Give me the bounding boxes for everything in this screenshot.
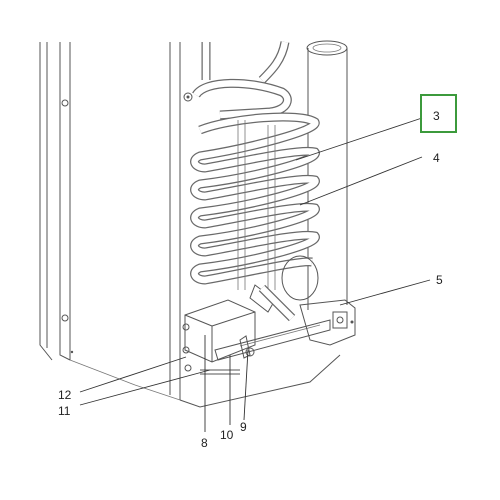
callout-highlight-box [420, 94, 457, 133]
mounting-hole [61, 99, 69, 107]
callout-9: 9 [240, 420, 247, 434]
burner-housing [182, 299, 256, 372]
back-plate [134, 42, 341, 408]
callout-3: 3 [433, 109, 440, 123]
absorber-vessel [249, 255, 319, 322]
callout-8: 8 [201, 436, 208, 450]
condenser-coil [190, 112, 320, 290]
mounting-hole [61, 314, 69, 322]
mounting-bracket [299, 299, 356, 346]
callout-5: 5 [436, 273, 443, 287]
callout-4: 4 [433, 151, 440, 165]
callout-12: 12 [58, 388, 72, 402]
cabinet-side-panel [39, 42, 136, 386]
burner-tube [200, 319, 331, 375]
callout-11: 11 [58, 404, 71, 418]
callout-labels: 3 4 5 8 9 10 11 12 [58, 109, 443, 450]
top-pipes [183, 41, 292, 120]
callout-10: 10 [220, 428, 234, 442]
leader-lines [79, 117, 431, 432]
